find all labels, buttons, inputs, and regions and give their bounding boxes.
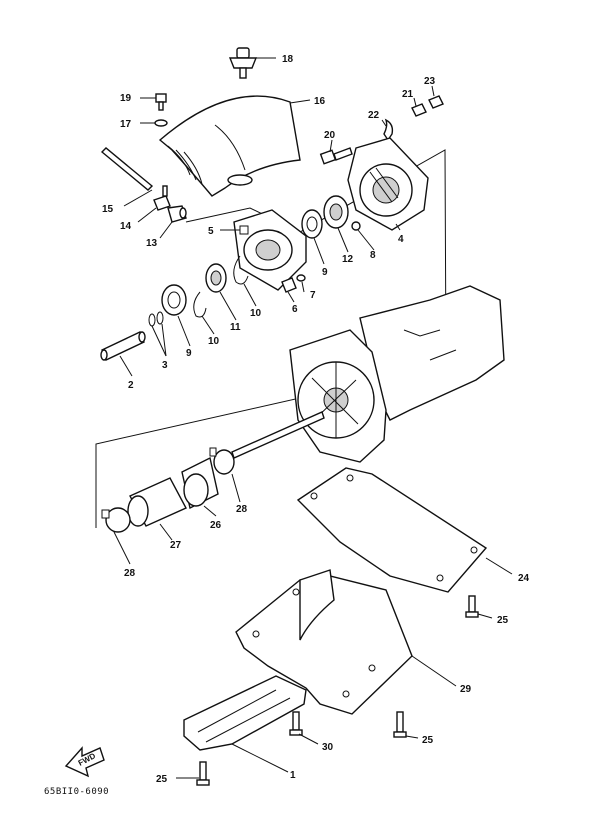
callout-18: 18: [282, 54, 294, 65]
part-25-bolt-bottom: [196, 761, 210, 786]
callout-3: 3: [162, 360, 168, 371]
part-12-bearing: [323, 195, 349, 229]
callout-5: 5: [208, 226, 214, 237]
callout-10-lower: 10: [208, 336, 220, 347]
part-14-clip: [153, 185, 171, 211]
part-20-bolt: [319, 147, 353, 165]
callout-7: 7: [310, 290, 316, 301]
callout-19: 19: [120, 93, 132, 104]
callout-9-left: 9: [186, 348, 192, 359]
part-6-bolt: [281, 277, 297, 293]
part-13-nipple: [167, 205, 187, 223]
part-27-hose: [127, 477, 187, 527]
callout-20: 20: [324, 130, 336, 141]
callout-2: 2: [128, 380, 134, 391]
callout-15: 15: [102, 204, 114, 215]
callout-21: 21: [402, 89, 414, 100]
callout-10-upper: 10: [250, 308, 262, 319]
callout-28-upper: 28: [236, 504, 248, 515]
callout-28-lower: 28: [124, 568, 136, 579]
part-11-bearing: [205, 263, 227, 293]
callout-24: 24: [518, 573, 530, 584]
diagram-code: 65BII0-6090: [44, 787, 109, 797]
part-28-clamp-upper: [209, 447, 235, 475]
part-17-washer: [154, 119, 168, 127]
part-3-orings: [148, 311, 164, 327]
assembly-boundary: [95, 149, 447, 528]
callout-8: 8: [370, 250, 376, 261]
part-30-bolt: [289, 711, 303, 736]
callout-25-middle: 25: [422, 735, 434, 746]
part-28-clamp-lower: [101, 507, 131, 533]
part-10-circlip-upper: [233, 255, 249, 285]
callout-25-bottom: 25: [156, 774, 168, 785]
part-9-seal-left: [161, 284, 187, 316]
callout-12: 12: [342, 254, 354, 265]
part-5-housing: [233, 209, 307, 291]
callout-6: 6: [292, 304, 298, 315]
part-9-seal-right: [301, 209, 323, 239]
callout-13: 13: [146, 238, 158, 249]
callout-29: 29: [460, 684, 472, 695]
part-7-washer: [296, 274, 306, 282]
fwd-arrow-icon: [64, 746, 105, 778]
part-21-nut: [411, 103, 427, 117]
callout-27: 27: [170, 540, 182, 551]
part-29-mount: [235, 569, 413, 715]
callout-30: 30: [322, 742, 334, 753]
callout-25-upper: 25: [497, 615, 509, 626]
callout-11: 11: [230, 322, 241, 333]
part-1-tray: [183, 675, 307, 751]
callout-14: 14: [120, 221, 132, 232]
part-16-cover: [158, 95, 301, 197]
part-26-coupler: [181, 456, 219, 510]
part-2-shaft: [100, 331, 146, 361]
part-24-plate: [296, 467, 488, 593]
callout-9-right: 9: [322, 267, 328, 278]
part-22-stud: [383, 118, 394, 142]
part-19-bolt: [155, 93, 167, 111]
callout-1: 1: [290, 770, 296, 781]
part-18-fitting: [228, 47, 258, 79]
part-15-pin: [100, 147, 154, 191]
callout-17: 17: [120, 119, 132, 130]
part-23-nut: [428, 95, 444, 109]
part-25-bolt-right-lower: [393, 711, 407, 738]
part-8-oring: [351, 221, 361, 231]
part-4-bearing-housing: [347, 137, 429, 231]
part-10-circlip-lower: [193, 291, 207, 318]
part-25-bolt-right-upper: [465, 595, 479, 618]
callout-22: 22: [368, 110, 380, 121]
leader-lines: [113, 57, 513, 779]
callout-16: 16: [314, 96, 326, 107]
callout-26: 26: [210, 520, 222, 531]
callout-4: 4: [398, 234, 404, 245]
callout-23: 23: [424, 76, 436, 87]
jet-pump-housing: [289, 285, 505, 463]
